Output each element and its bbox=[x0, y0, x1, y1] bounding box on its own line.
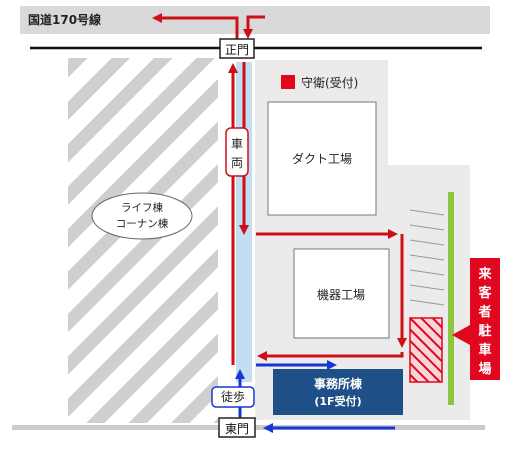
vehicle-char-1: 車 bbox=[231, 137, 243, 151]
duct-factory-label: ダクト工場 bbox=[292, 151, 352, 166]
parking-char-3: 者 bbox=[477, 304, 491, 320]
duct-factory: ダクト工場 bbox=[267, 101, 377, 216]
equipment-factory: 機器工場 bbox=[293, 248, 390, 339]
equipment-factory-label: 機器工場 bbox=[317, 287, 365, 302]
office-reception: (1F受付) bbox=[314, 394, 361, 408]
parking-char-5: 車 bbox=[478, 342, 491, 358]
office-building: 事務所棟 (1F受付) bbox=[273, 369, 403, 415]
parking-char-4: 駐 bbox=[478, 323, 491, 339]
parking-char-1: 来 bbox=[477, 266, 492, 282]
green-boundary bbox=[448, 192, 454, 405]
main-gate-label: 正門 bbox=[225, 43, 249, 57]
visitor-parking-spot bbox=[409, 317, 443, 383]
east-gate: 東門 bbox=[218, 417, 256, 438]
pedestrian-text: 徒歩 bbox=[221, 389, 245, 404]
parking-char-2: 客 bbox=[478, 285, 492, 301]
pedestrian-label: 徒歩 bbox=[211, 386, 255, 408]
office-name: 事務所棟 bbox=[314, 376, 363, 391]
life-konan-area bbox=[68, 58, 218, 423]
vehicle-char-2: 両 bbox=[231, 156, 243, 170]
road-label: 国道170号線 bbox=[28, 12, 101, 27]
national-route-170: 国道170号線 bbox=[20, 6, 490, 34]
east-gate-label: 東門 bbox=[225, 422, 249, 436]
parking-char-6: 場 bbox=[478, 361, 491, 377]
parking-lines bbox=[409, 209, 445, 306]
guard-station: 守衛(受付) bbox=[281, 75, 358, 90]
guard-marker-icon bbox=[281, 75, 295, 89]
main-gate: 正門 bbox=[219, 38, 255, 59]
guard-label: 守衛(受付) bbox=[301, 76, 358, 90]
konan-building-label: コーナン棟 bbox=[116, 217, 169, 230]
life-konan-label: ライフ棟 コーナン棟 bbox=[91, 192, 193, 240]
visitor-parking-label: 来 客 者 駐 車 場 bbox=[452, 258, 500, 380]
life-building-label: ライフ棟 bbox=[121, 201, 163, 214]
vehicle-label: 車 両 bbox=[225, 127, 249, 177]
